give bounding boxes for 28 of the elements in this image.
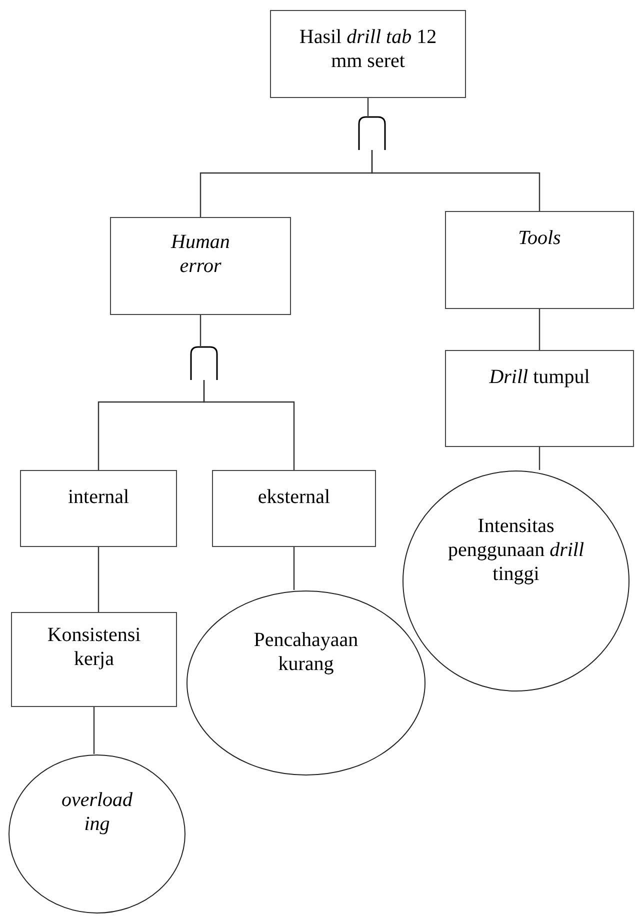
connector-line [98,547,100,612]
node-text: Human error [170,230,231,278]
node-text: Tools [517,226,562,250]
event-box [11,612,177,707]
connector-line [538,447,540,470]
node-text: Intensitas penggunaan drill tinggi [446,514,586,586]
connector-line [200,315,202,346]
connector-line [93,707,95,754]
event-box [212,470,376,547]
node-text: Drill tumpul [488,365,591,389]
node-text: eksternal [256,485,332,509]
event-box [445,350,634,447]
event-box [110,217,291,315]
node-text: internal [66,485,130,509]
event-box [270,10,466,98]
node-text: Konsistensi kerja [46,623,142,671]
logic-gate [358,116,386,150]
logic-gate [190,346,218,380]
connector-line [203,380,295,470]
node-text: overload ing [60,788,134,836]
connector-line [538,309,540,350]
connector-line [367,98,369,116]
node-text: Hasil drill tab 12 mm seret [298,25,438,73]
node-text: Pencahayaan kurang [252,628,360,676]
event-box [445,211,634,309]
connector-line [293,547,295,590]
connector-line [371,150,540,211]
event-box [20,470,177,547]
